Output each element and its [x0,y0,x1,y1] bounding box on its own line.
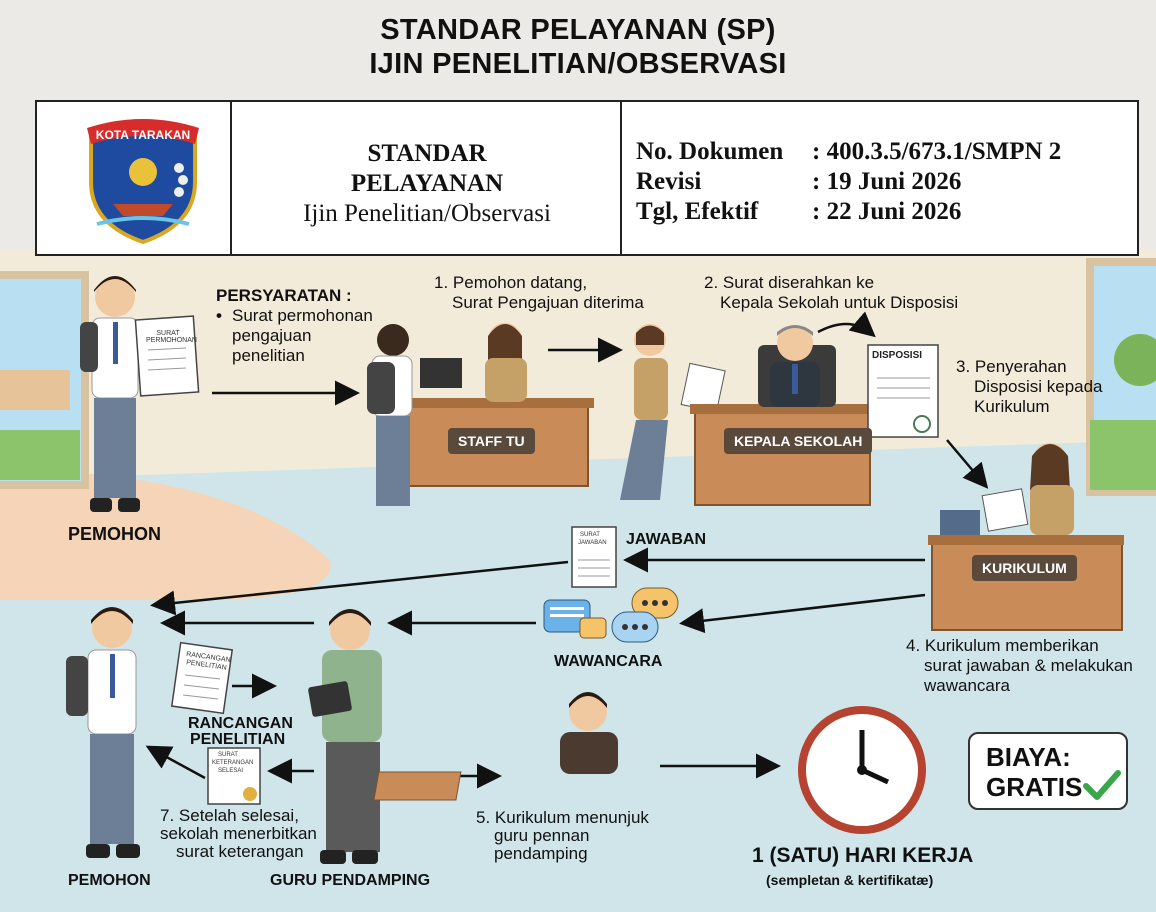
arrow-jawaban-to-pemohon [150,560,569,616]
doc-ket-text-3: SELESAI [218,768,244,774]
arrow-ket-to-pemohon [145,745,206,780]
time-sub: (sempletan & kertifikatæ) [766,872,934,888]
step2-line1: 2. Surat diserahkan ke [704,273,875,292]
step5-line2: guru pennan [494,826,590,845]
doc-number-value: : 400.3.5/673.1/SMPN 2 [812,138,1062,165]
tag-staff-tu: STAFF TU [448,428,535,454]
doc-surat-jawaban-text-1: SURAT [580,532,600,538]
surat-jawaban-document [571,526,617,588]
step3-line2: Disposisi kepada [974,377,1103,396]
step7-line1: 7. Setelah selesai, [160,806,299,825]
step5-line3: pendamping [494,844,588,863]
step4-line3: wawancara [924,676,1010,695]
arrow-kurikulum-to-wawancara [679,593,926,634]
doc-row-efektif: Tgl, Efektif : 22 Juni 2026 [636,198,961,226]
doc-row-number: No. Dokumen : 400.3.5/673.1/SMPN 2 [636,138,1061,166]
step2-line2: Kepala Sekolah untuk Disposisi [720,293,959,312]
doc-efektif-key: Tgl, Efektif [636,198,759,225]
role-guru-pendamping: GURU PENDAMPING [270,872,431,889]
tag-kurikulum: KURIKULUM [972,555,1077,581]
page-title-line1: STANDAR PELAYANAN (SP) [380,14,776,46]
center-line3: Ijin Penelitian/Observasi [303,200,551,227]
requirements-bullet: • [216,306,222,325]
doc-disposisi-text: DISPOSISI [872,350,923,361]
doc-efektif-value: : 22 Juni 2026 [812,198,962,225]
tag-kepala-sekolah: KEPALA SEKOLAH [724,428,873,454]
doc-ket-text-2: KETERANGAN [212,760,254,766]
title-cell: STANDAR PELAYANAN Ijin Penelitian/Observ… [232,102,622,254]
kota-tarakan-logo: KOTA TARAKAN [87,119,199,244]
step7-line2: sekolah menerbitkan [160,824,317,843]
center-line1: STANDAR [367,140,487,167]
requirements-item-line1: Surat permohonan [232,306,373,325]
logo-text: KOTA TARAKAN [96,128,190,142]
requirements-item-line3: penelitian [232,346,305,365]
step7-line3: surat keterangan [176,842,304,861]
page-title-line2: IJIN PENELITIAN/OBSERVASI [369,48,787,80]
fee-line2: GRATIS [986,772,1083,802]
doc-row-revisi: Revisi : 19 Juni 2026 [636,168,961,196]
step5-line1: 5. Kurikulum menunjuk [476,808,649,827]
label-rancangan-2: PENELITIAN [190,731,286,748]
fee-box: BIAYA: GRATIS [968,732,1128,810]
doc-ket-text-1: SURAT [218,752,238,758]
step4-line1: 4. Kurikulum memberikan [906,636,1099,655]
fee-line1: BIAYA: [986,742,1071,772]
time-label: 1 (SATU) HARI KERJA [752,844,974,867]
kurikulum-desk [931,539,1123,631]
role-pemohon-top: PEMOHON [68,524,162,544]
step1-line1: 1. Pemohon datang, [434,273,588,292]
step3-line1: 3. Penyerahan [956,357,1067,376]
kepala-desk [694,409,871,506]
requirements-item-line2: pengajuan [232,326,312,345]
doc-info-cell: No. Dokumen : 400.3.5/673.1/SMPN 2 Revisi… [622,102,1137,254]
step3-line3: Kurikulum [974,397,1050,416]
disposisi-document [867,344,939,438]
label-wawancara: WAWANCARA [554,653,663,670]
arrow-disposisi-to-kurikulum [946,439,989,489]
doc-number-key: No. Dokumen [636,138,784,165]
step1-line2: Surat Pengajuan diterima [452,293,644,312]
requirements-title: PERSYARATAN : [216,286,352,305]
doc-revisi-value: : 19 Juni 2026 [812,168,962,195]
center-line2: PELAYANAN [350,170,504,197]
step4-line2: surat jawaban & melakukan [924,656,1133,675]
surat-permohonan-document [134,315,200,397]
label-jawaban: JAWABAN [626,531,707,548]
doc-surat-permohonan-text: SURAT PERMOHONAN [146,330,197,344]
doc-revisi-key: Revisi [636,168,702,195]
header-table: KOTA TARAKAN STANDAR PELAYANAN Ijin Pene… [35,100,1139,256]
arrow-kepala-to-disposisi [817,311,876,338]
role-pemohon-bottom: PEMOHON [68,872,151,889]
doc-surat-jawaban-text-2: JAWABAN [578,540,607,546]
label-rancangan-1: RANCANGAN [188,715,293,732]
logo-cell: KOTA TARAKAN [37,102,232,254]
floor-rug [0,470,331,600]
check-icon [1083,770,1121,800]
